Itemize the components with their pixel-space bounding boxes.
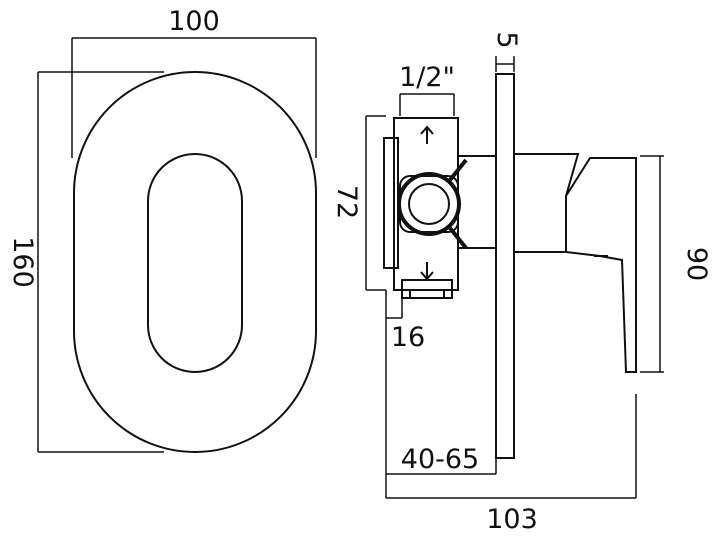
side-view: 1/2" 5 72 bbox=[331, 31, 712, 535]
union-inner-ring bbox=[408, 183, 450, 225]
valve-stem-housing bbox=[457, 155, 497, 249]
handle-base bbox=[513, 153, 580, 253]
plate-thickness-label: 5 bbox=[491, 31, 522, 48]
width-label: 100 bbox=[168, 6, 220, 37]
wall-plate bbox=[495, 73, 515, 459]
height-label: 160 bbox=[7, 236, 38, 288]
cover-plate-inner-oval bbox=[147, 153, 243, 373]
front-view: 100 160 bbox=[7, 6, 317, 453]
handle-lever bbox=[565, 157, 637, 373]
offset-label: 16 bbox=[391, 322, 425, 353]
valve-back-flange bbox=[383, 137, 399, 269]
thread-label: 1/2" bbox=[399, 62, 455, 93]
total-depth-label: 103 bbox=[486, 504, 538, 535]
lever-height-label: 90 bbox=[681, 247, 712, 281]
flow-arrow-down-icon bbox=[420, 262, 434, 281]
depth-range-label: 40-65 bbox=[401, 444, 479, 475]
flow-arrow-up-icon bbox=[420, 125, 434, 144]
body-height-label: 72 bbox=[331, 185, 362, 219]
cover-plate-outline bbox=[73, 71, 317, 453]
